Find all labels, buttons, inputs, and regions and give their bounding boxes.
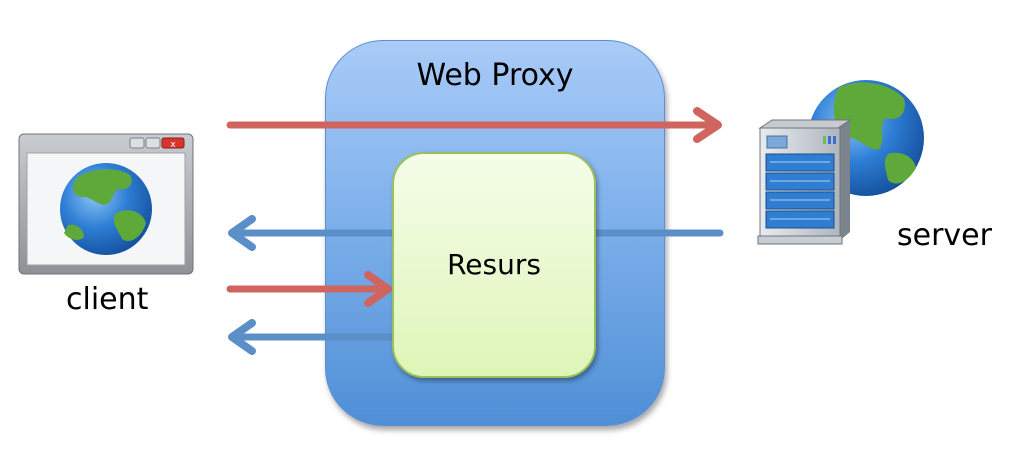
- arrow-client-to-server: [226, 107, 722, 143]
- arrow-resource-to-client: [228, 319, 398, 355]
- client-label: client: [66, 282, 149, 317]
- browser-window-globe-icon: x: [18, 133, 194, 275]
- server-globe-icon: [757, 80, 924, 245]
- svg-text:x: x: [170, 140, 176, 150]
- server-label: server: [897, 218, 992, 253]
- resource-label: Resurs: [447, 248, 541, 281]
- arrow-client-to-resource: [226, 271, 392, 307]
- web-proxy-title: Web Proxy: [416, 58, 574, 93]
- resource-box: [392, 152, 596, 378]
